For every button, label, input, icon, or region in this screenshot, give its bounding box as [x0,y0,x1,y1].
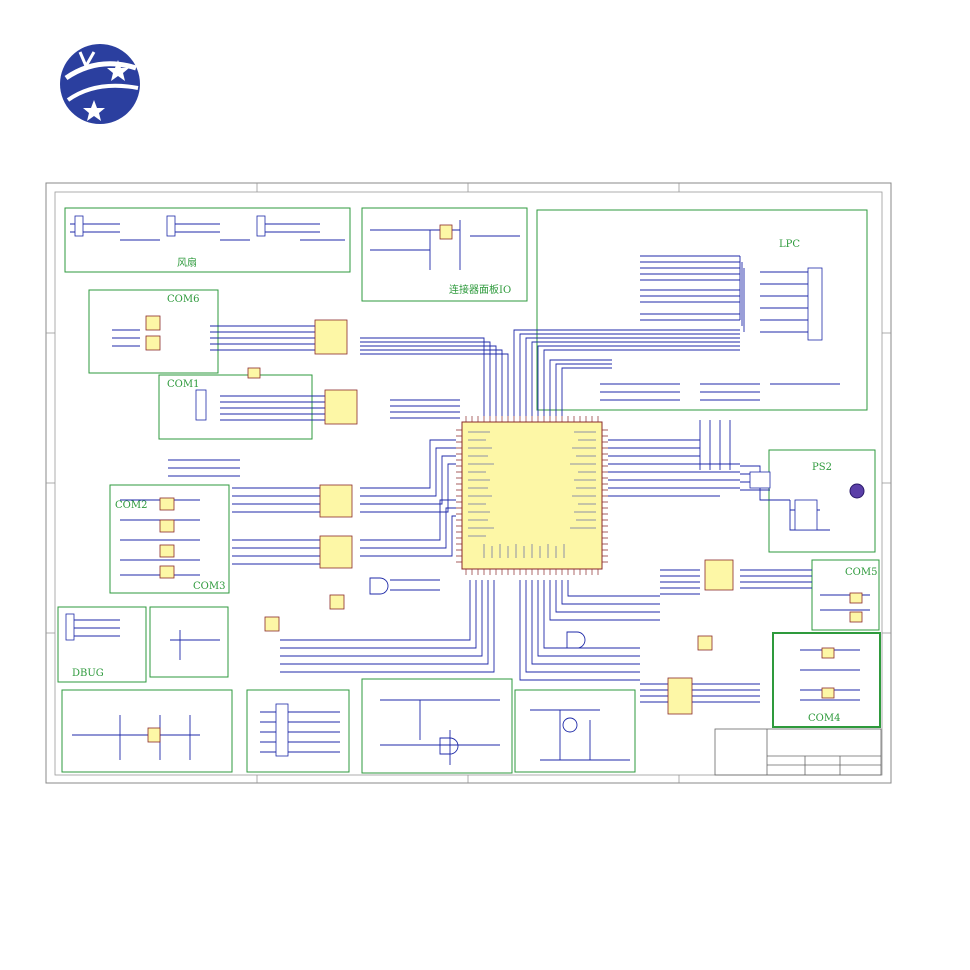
label-panel-io: 连接器面板IO [449,283,511,296]
debug-header [65,613,75,641]
label-com2: COM2 [115,500,147,511]
label-com5: COM5 [845,567,877,578]
label-fan: 风扇 [177,256,197,269]
ps2-jack-body [794,499,818,531]
sheet-inner-frame [54,191,883,776]
ic-com6-b [145,335,161,351]
title-block [714,728,882,776]
logic-gates [369,577,586,755]
label-ps2: PS2 [812,462,832,473]
block-com4 [772,632,881,728]
label-lpc: LPC [779,239,800,250]
gate-3 [439,737,459,755]
ic-com3 [319,535,353,569]
ic-misc-c [697,635,713,651]
block-com1 [158,374,313,440]
block-com6 [88,289,219,374]
ic-com4-driver [667,677,693,715]
label-com6: COM6 [167,294,199,305]
ic-com2-a [159,497,175,511]
fan-connector-1 [74,215,84,237]
ic-com5-a [849,592,863,604]
block-ps2 [768,449,876,553]
block-fan [64,207,351,273]
ic-com2 [319,484,353,518]
brand-logo-icon [60,44,140,124]
ic-com4-b [821,687,835,699]
ic-com3-b [159,565,175,579]
main-ic-pins [456,416,608,575]
ic-com3-a [159,544,175,558]
block-com5 [811,559,880,631]
gate-2 [566,631,586,649]
ic-com5-b [849,611,863,623]
block-lpc [536,209,868,411]
label-com4: COM4 [808,713,840,724]
block-power-3 [514,689,636,773]
ic-com1-a [247,367,261,379]
ic-com6-a [145,315,161,331]
ic-misc-b [264,616,280,632]
lpc-header-connector [807,267,823,341]
fan-connector-2 [166,215,176,237]
ps2-connector-icon [849,483,865,499]
functional-blocks [57,207,881,774]
label-dbug: DBUG [72,668,104,679]
power-header [275,703,289,757]
block-panel-io [361,207,528,302]
fan-connector-3 [256,215,266,237]
ic-panel-io [439,224,453,240]
ic-power-reg [147,727,161,743]
connectors [65,215,823,757]
gate-1 [369,577,389,595]
component-chips [145,224,863,743]
block-reset [361,678,513,774]
ic-com1 [324,389,358,425]
frame-ticks [46,183,891,783]
ic-com5-driver [704,559,734,591]
block-power-2 [246,689,350,773]
block-small-1 [149,606,229,678]
label-com1: COM1 [167,379,199,390]
com1-db9-connector [195,389,207,421]
transistor-symbol [562,717,578,733]
ps2-filter [749,471,771,489]
block-power-1 [61,689,233,773]
ic-com6 [314,319,348,355]
block-dbug [57,606,147,683]
label-com3: COM3 [193,581,225,592]
ic-com2-b [159,519,175,533]
main-ic-pin-text-lines [468,431,596,558]
ic-com4-a [821,647,835,659]
ic-misc-a [329,594,345,610]
block-com2-com3 [109,484,230,594]
